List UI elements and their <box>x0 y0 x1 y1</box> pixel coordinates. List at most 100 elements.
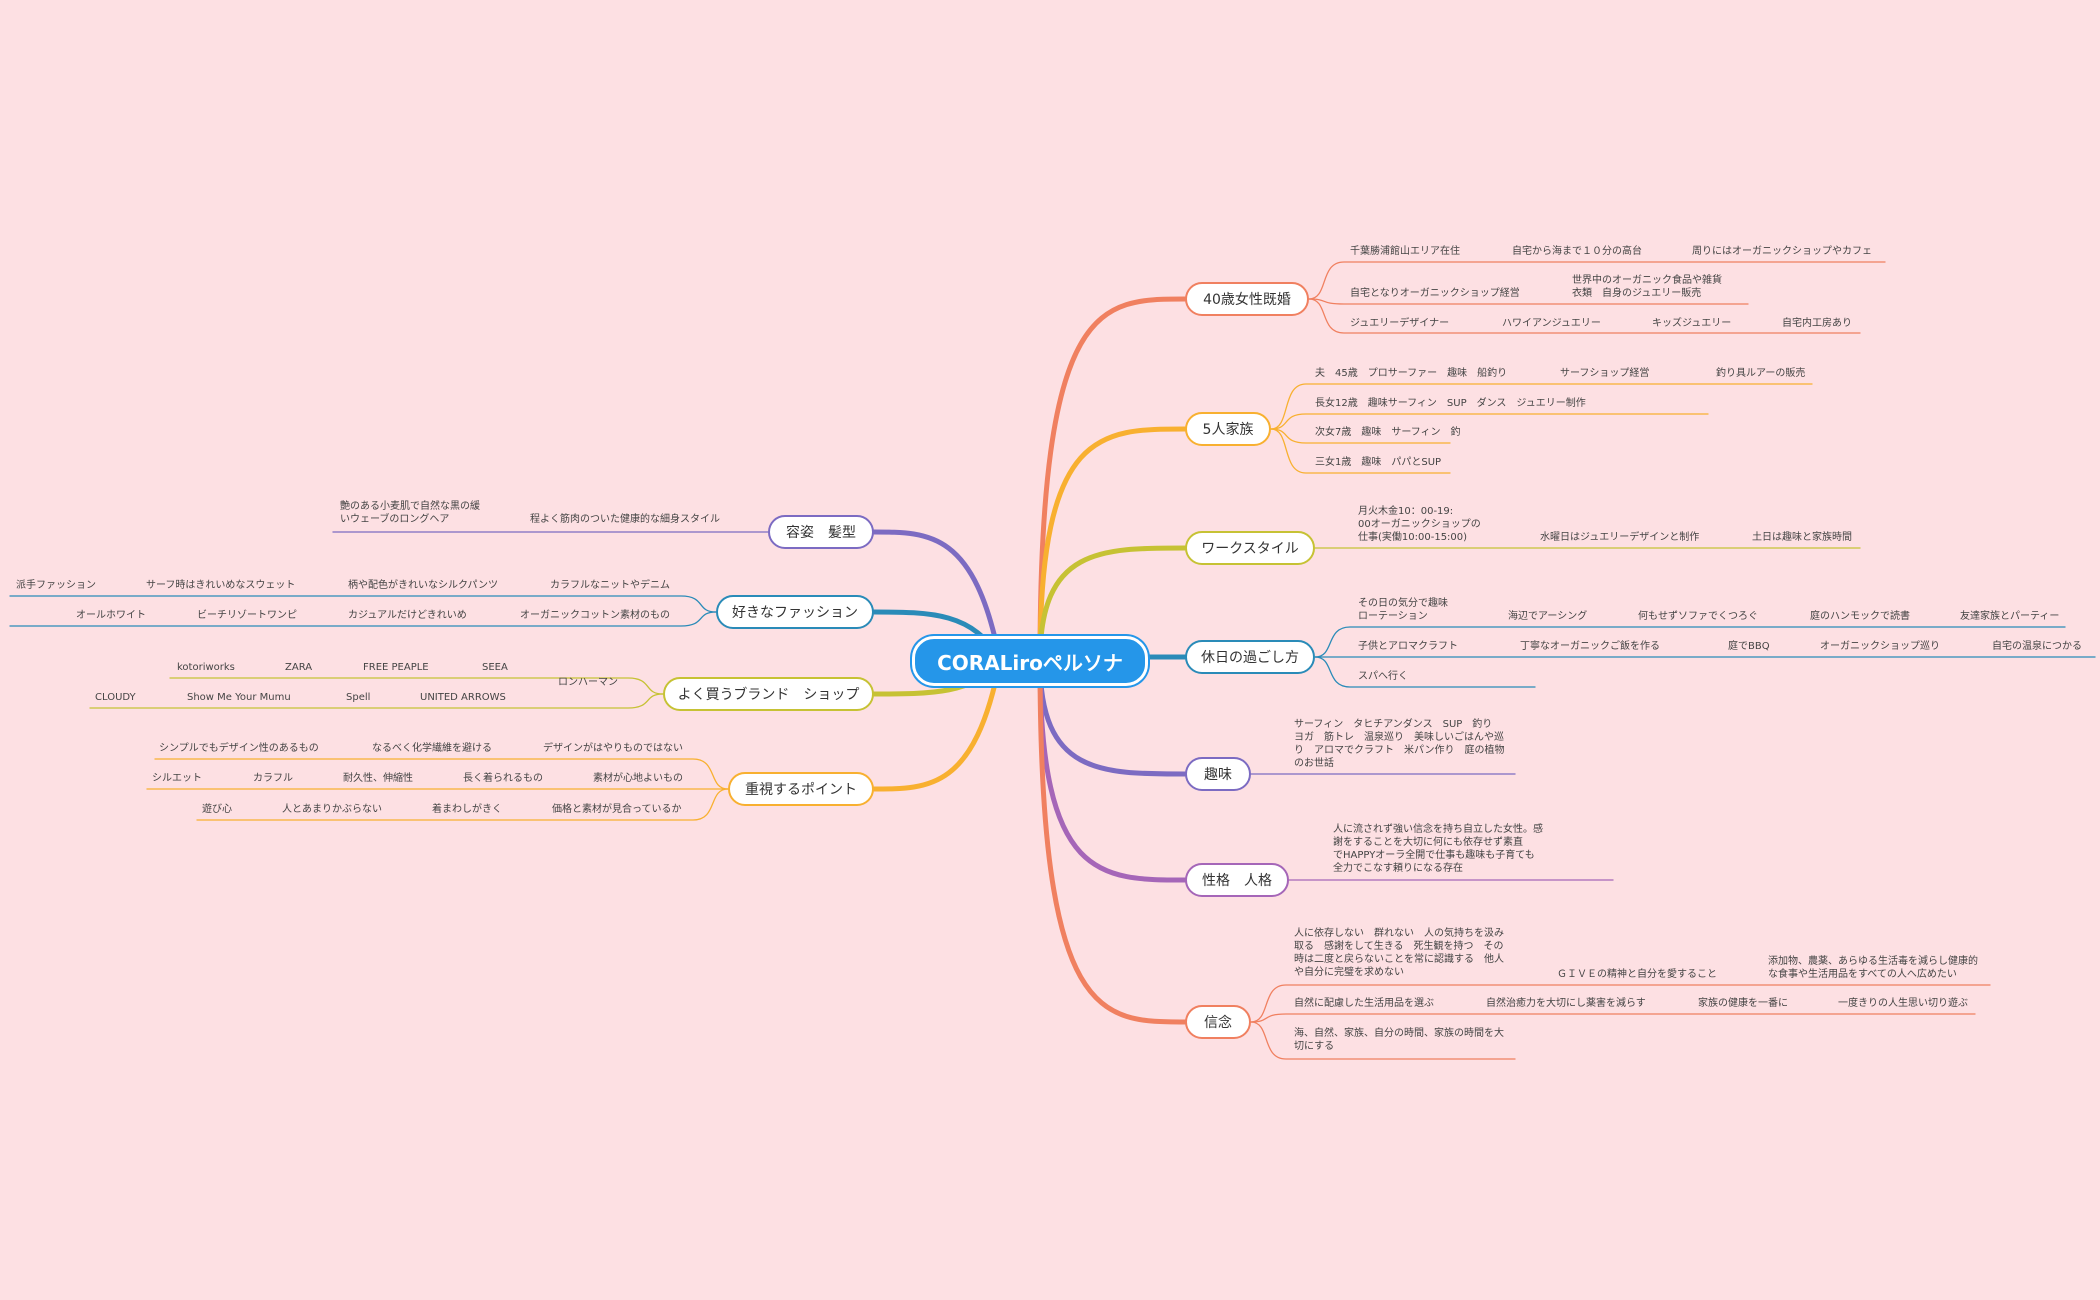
branch-connector <box>1037 658 1188 1025</box>
leaf-text: 人とあまりかぶらない <box>282 804 382 815</box>
central-topic[interactable]: CORALiroペルソナ <box>912 636 1148 686</box>
leaf-text: 釣り具ルアーの販売 <box>1716 368 1806 379</box>
branch-personality[interactable]: 性格 人格 <box>1185 863 1289 897</box>
leaf-text: 周りにはオーガニックショップやカフェ <box>1692 246 1872 257</box>
leaf-text: 長女12歳 趣味サーフィン SUP ダンス ジュエリー制作 <box>1315 398 1586 409</box>
leaf-text: 価格と素材が見合っているか <box>552 804 682 815</box>
leaf-text: 一度きりの人生思い切り遊ぶ <box>1838 998 1968 1009</box>
leaf-text: 自然治癒力を大切にし薬害を減らす <box>1486 998 1646 1009</box>
leaf-text: 派手ファッション <box>16 580 96 591</box>
leaf-text: 丁寧なオーガニックご飯を作る <box>1520 641 1660 652</box>
branch-holiday[interactable]: 休日の過ごし方 <box>1185 640 1315 674</box>
leaf-text: ジュエリーデザイナー <box>1350 318 1450 329</box>
branch-married-40[interactable]: 40歳女性既婚 <box>1185 282 1309 316</box>
leaf-text: 海、自然、家族、自分の時間、家族の時間を大 切にする <box>1294 1028 1504 1052</box>
branch-priorities[interactable]: 重視するポイント <box>728 772 874 806</box>
leaf-text: 耐久性、伸縮性 <box>343 773 413 784</box>
leaf-text: 自宅内工房あり <box>1782 318 1852 329</box>
leaf-text: 次女7歳 趣味 サーフィン 釣 <box>1315 427 1461 438</box>
leaf-text: 柄や配色がきれいなシルクパンツ <box>348 580 498 591</box>
leaf-text: 自然に配慮した生活用品を選ぶ <box>1294 998 1434 1009</box>
leaf-text: 海辺でアーシング <box>1508 611 1588 622</box>
branch-family-5[interactable]: 5人家族 <box>1185 412 1271 446</box>
leaf-text: スパへ行く <box>1358 671 1408 682</box>
leaf-text: なるべく化学繊維を避ける <box>372 743 492 754</box>
connector-line <box>196 788 729 821</box>
leaf-text: UNITED ARROWS <box>420 692 506 703</box>
branch-connector <box>871 658 1003 792</box>
branch-connector <box>1037 296 1188 664</box>
leaf-text: 自宅から海まで１０分の高台 <box>1512 246 1642 257</box>
leaf-text: サーフ時はきれいめなスウェット <box>146 580 296 591</box>
connector-line <box>154 758 729 790</box>
leaf-text: SEEA <box>482 662 508 673</box>
branch-connector <box>1037 545 1188 664</box>
leaf-text: Spell <box>346 692 371 703</box>
leaf-text: 夫 45歳 プロサーファー 趣味 船釣り <box>1315 368 1508 379</box>
connector-line <box>1270 428 1451 474</box>
connector-line <box>1250 984 1991 1023</box>
leaf-text: ハワイアンジュエリー <box>1502 318 1601 329</box>
connector-line <box>1308 298 1861 334</box>
leaf-text: 庭でBBQ <box>1728 641 1770 652</box>
leaf-text: 千葉勝浦館山エリア在住 <box>1350 246 1460 257</box>
leaf-text: オーガニックコットン素材のもの <box>520 610 670 621</box>
leaf-text: Show Me Your Mumu <box>187 692 291 703</box>
connector-line <box>1250 1021 1516 1060</box>
branch-hobby[interactable]: 趣味 <box>1185 757 1251 791</box>
connector-line <box>1250 1013 1976 1023</box>
branch-connector <box>1037 426 1188 664</box>
leaf-text: その日の気分で趣味 ローテーション <box>1358 598 1448 622</box>
connector-line <box>89 693 664 709</box>
leaf-text: サーフィン タヒチアンダンス SUP 釣り ヨガ 筋トレ 温泉巡り 美味しいごは… <box>1294 719 1505 769</box>
leaf-text: 自宅の温泉につかる <box>1992 641 2082 652</box>
leaf-text: 三女1歳 趣味 パパとSUP <box>1315 457 1442 468</box>
branch-brands[interactable]: よく買うブランド ショップ <box>663 677 874 711</box>
leaf-text: 友達家族とパーティー <box>1960 611 2060 622</box>
connector-line <box>1270 428 1451 444</box>
leaf-text: 家族の健康を一番に <box>1698 998 1788 1009</box>
leaf-text: 世界中のオーガニック食品や雑貨 衣類 自身のジュエリー販売 <box>1572 275 1722 299</box>
connector-line <box>169 677 664 695</box>
leaf-text: 何もせずソファでくつろぐ <box>1638 611 1758 622</box>
leaf-text: 艶のある小麦肌で自然な黒の緩 いウェーブのロングヘア <box>340 501 480 525</box>
leaf-text: デザインがはやりものではない <box>543 743 683 754</box>
leaf-text: 人に依存しない 群れない 人の気持ちを汲み 取る 感謝をして生きる 死生観を持つ… <box>1294 928 1504 978</box>
branch-belief[interactable]: 信念 <box>1185 1005 1251 1039</box>
connector-line <box>1308 261 1886 300</box>
branch-work-style[interactable]: ワークスタイル <box>1185 531 1315 565</box>
leaf-text: 庭のハンモックで読書 <box>1810 611 1910 622</box>
branch-connector <box>871 529 1003 664</box>
leaf-text: 添加物、農薬、あらゆる生活毒を減らし健康的 な食事や生活用品をすべての人へ広めた… <box>1768 956 1978 980</box>
leaf-text: 月火木金10：00-19: 00オーガニックショップの 仕事(実働10:00-1… <box>1358 506 1481 543</box>
leaf-text: ビーチリゾートワンピ <box>197 610 297 621</box>
leaf-text: カジュアルだけどきれいめ <box>348 610 467 621</box>
connector-line <box>1314 626 2066 658</box>
leaf-text: 長く着られるもの <box>463 773 543 784</box>
leaf-text: サーフショップ経営 <box>1560 368 1650 379</box>
branch-appearance[interactable]: 容姿 髪型 <box>768 515 874 549</box>
leaf-text: 遊び心 <box>202 804 232 815</box>
leaf-text: FREE PEAPLE <box>363 662 429 673</box>
leaf-text: カラフル <box>253 773 293 784</box>
leaf-text: CLOUDY <box>95 692 136 703</box>
leaf-text: 人に流されず強い信念を持ち自立した女性。感 謝をすることを大切に何にも依存せず素… <box>1333 824 1543 874</box>
leaf-text: 素材が心地よいもの <box>593 773 683 784</box>
leaf-text: 水曜日はジュエリーデザインと制作 <box>1540 532 1700 543</box>
leaf-text: シンプルでもデザイン性のあるもの <box>159 743 319 754</box>
branch-fashion[interactable]: 好きなファッション <box>716 595 874 629</box>
connector-line <box>1270 383 1813 430</box>
leaf-text: シルエット <box>152 773 202 784</box>
leaf-text: kotoriworks <box>177 662 235 673</box>
leaf-text: ロンハーマン <box>558 677 618 688</box>
leaf-text: ＧＩＶＥの精神と自分を愛すること <box>1557 969 1717 980</box>
leaf-text: ZARA <box>285 662 313 673</box>
leaf-text: キッズジュエリー <box>1652 318 1732 329</box>
connector-line <box>9 611 717 627</box>
connector-line <box>1308 298 1749 305</box>
connector-line <box>1314 656 1536 688</box>
leaf-text: 着まわしがきく <box>432 804 502 815</box>
leaf-text: 自宅となりオーガニックショップ経営 <box>1350 288 1520 299</box>
